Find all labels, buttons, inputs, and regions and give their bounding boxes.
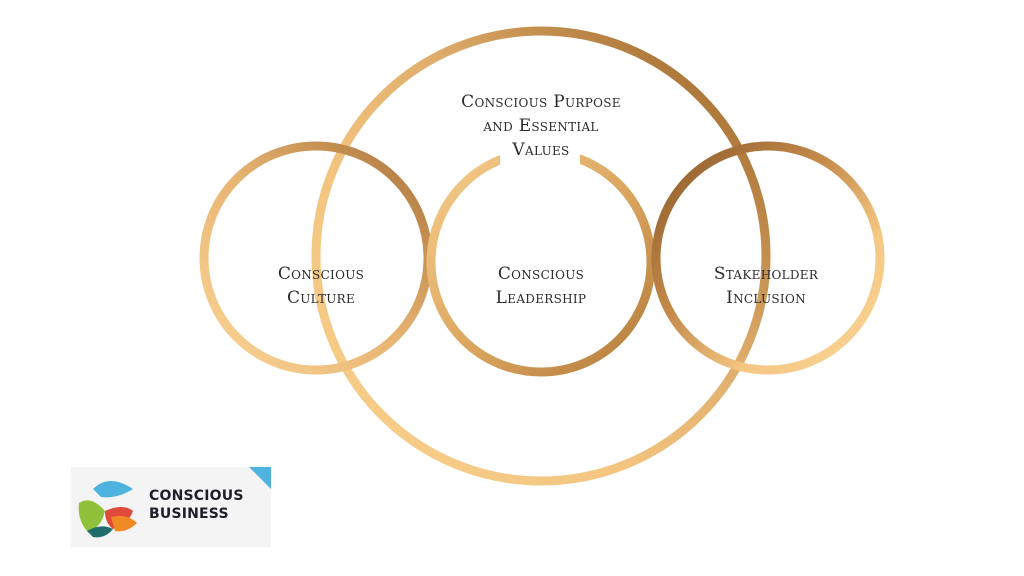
purpose-line-2: and Essential (483, 116, 599, 136)
label-conscious-culture: Conscious Culture (241, 262, 401, 310)
logo-line-1: CONSCIOUS (149, 488, 244, 504)
stakeholder-line-1: Stakeholder (713, 264, 819, 284)
label-conscious-purpose: Conscious Purpose and Essential Values (431, 90, 651, 162)
stakeholder-line-2: Inclusion (726, 288, 806, 308)
logo-petal-icon (78, 481, 137, 538)
culture-line-1: Conscious (277, 264, 365, 284)
conscious-business-logo: CONSCIOUS BUSINESS (71, 467, 271, 547)
label-gap-mask (500, 140, 580, 166)
logo-line-2: BUSINESS (149, 506, 229, 522)
label-stakeholder-inclusion: Stakeholder Inclusion (686, 262, 846, 310)
logo-wordmark: CONSCIOUS BUSINESS (149, 487, 244, 523)
leadership-line-2: Leadership (495, 288, 587, 308)
corner-triangle-icon (249, 467, 271, 489)
circle-stakeholder-inclusion (651, 141, 885, 375)
leadership-line-1: Conscious (497, 264, 585, 284)
circle-conscious-purpose (311, 26, 771, 486)
purpose-line-1: Conscious Purpose (461, 92, 621, 112)
culture-line-2: Culture (286, 288, 356, 308)
purpose-line-3: Values (512, 140, 570, 160)
label-conscious-leadership: Conscious Leadership (461, 262, 621, 310)
